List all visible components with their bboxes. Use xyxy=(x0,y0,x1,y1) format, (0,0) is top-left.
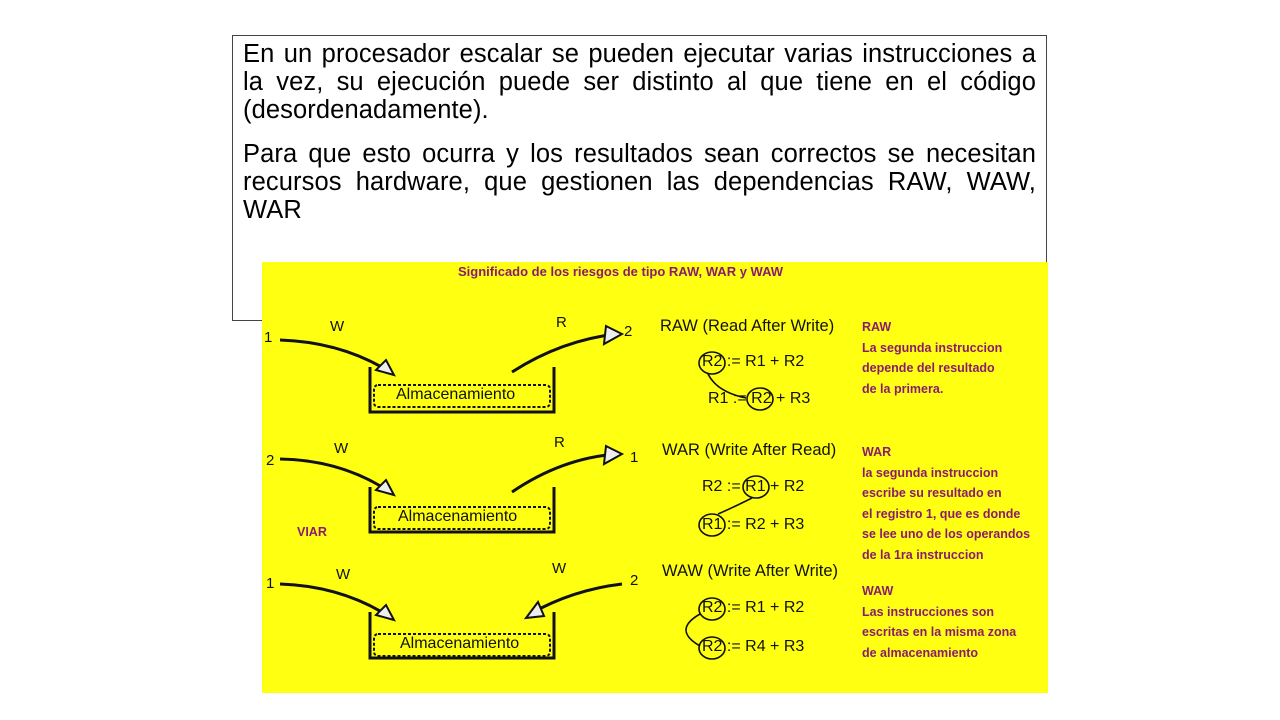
equation-2: R1 := R2 + R3 xyxy=(708,390,811,407)
text-box: En un procesador escalar se pueden ejecu… xyxy=(232,35,1047,321)
arrow-raw-out xyxy=(511,332,618,374)
note-title: RAW xyxy=(862,320,892,334)
write-label: W xyxy=(552,560,567,577)
equation-2: R1 := R2 + R3 xyxy=(702,516,805,533)
instruction-number: 2 xyxy=(630,572,639,589)
dep-arrow-waw xyxy=(685,613,701,647)
storage-box-waw xyxy=(373,633,551,657)
note-title: WAW xyxy=(862,584,894,598)
instruction-number: 1 xyxy=(266,575,275,592)
tray-waw xyxy=(368,612,556,660)
tray-war xyxy=(368,487,556,534)
instruction-number: 2 xyxy=(624,323,633,340)
paragraph-1: En un procesador escalar se pueden ejecu… xyxy=(243,40,1036,124)
note-waw: WAW Las instrucciones son escritas en la… xyxy=(862,581,1016,663)
storage-box-raw xyxy=(373,384,551,408)
read-label: R xyxy=(556,314,567,331)
storage-label: Almacenamiento xyxy=(396,386,516,403)
arrowhead-war-out xyxy=(602,444,625,466)
arrow-raw-in xyxy=(279,338,391,374)
hazard-title-war: WAR (Write After Read) xyxy=(662,441,837,459)
arrowhead-waw-in xyxy=(374,603,396,622)
tray-raw xyxy=(368,367,556,414)
reg-circle-war-2 xyxy=(698,513,726,537)
reg-circle-raw-1 xyxy=(698,351,726,375)
write-label: W xyxy=(334,440,349,457)
dep-arrow-raw xyxy=(707,373,747,399)
reg-circle-waw-2 xyxy=(698,636,726,660)
arrowhead-war-in xyxy=(374,478,396,497)
equation-1: R2 := R1 + R2 xyxy=(702,599,805,616)
arrowhead-waw-in-right xyxy=(523,600,546,620)
instruction-number: 1 xyxy=(630,449,639,466)
note-title: WAR xyxy=(862,445,892,459)
hazard-title-raw: RAW (Read After Write) xyxy=(660,317,835,335)
instruction-number: 2 xyxy=(266,452,275,469)
arrow-war-in xyxy=(279,457,391,494)
note-body: la segunda instruccion escribe su result… xyxy=(862,465,1031,562)
note-body: La segunda instruccion depende del resul… xyxy=(862,340,1003,396)
equation-1: R2 := R1 + R2 xyxy=(702,478,805,495)
note-raw: RAW La segunda instruccion depende del r… xyxy=(862,317,1002,399)
hazard-diagram-waw xyxy=(279,582,623,660)
arrowhead-raw-in xyxy=(374,358,396,377)
reg-circle-war-1 xyxy=(742,475,770,499)
storage-label: Almacenamiento xyxy=(398,508,518,525)
arrow-war-out xyxy=(511,452,618,494)
hazards-figure: Significado de los riesgos de tipo RAW, … xyxy=(262,262,1048,693)
hazard-title-waw: WAW (Write After Write) xyxy=(662,562,838,580)
note-body: Las instrucciones son escritas en la mis… xyxy=(862,604,1017,660)
write-label: W xyxy=(330,318,345,335)
note-war: WAR la segunda instruccion escribe su re… xyxy=(862,442,1030,565)
hazards-diagram xyxy=(279,324,774,660)
arrowhead-raw-out xyxy=(602,324,625,346)
arrow-waw-in xyxy=(279,582,391,619)
hazard-diagram-war xyxy=(279,444,625,534)
stray-label: VIAR xyxy=(297,525,327,539)
reg-circle-waw-1 xyxy=(698,597,726,621)
storage-box-war xyxy=(373,506,551,530)
figure-title: Significado de los riesgos de tipo RAW, … xyxy=(458,264,784,279)
arrow-waw-in-right xyxy=(529,582,623,616)
instruction-number: 1 xyxy=(264,329,273,346)
equation-1: R2 := R1 + R2 xyxy=(702,353,805,370)
storage-label: Almacenamiento xyxy=(400,635,520,652)
read-label: R xyxy=(554,434,565,451)
write-label: W xyxy=(336,566,351,583)
equation-2: R2 := R4 + R3 xyxy=(702,638,805,655)
dep-arrow-war xyxy=(717,497,753,515)
hazard-diagram-raw xyxy=(279,324,625,414)
paragraph-2: Para que esto ocurra y los resultados se… xyxy=(243,140,1036,224)
reg-circle-raw-2 xyxy=(746,387,774,411)
